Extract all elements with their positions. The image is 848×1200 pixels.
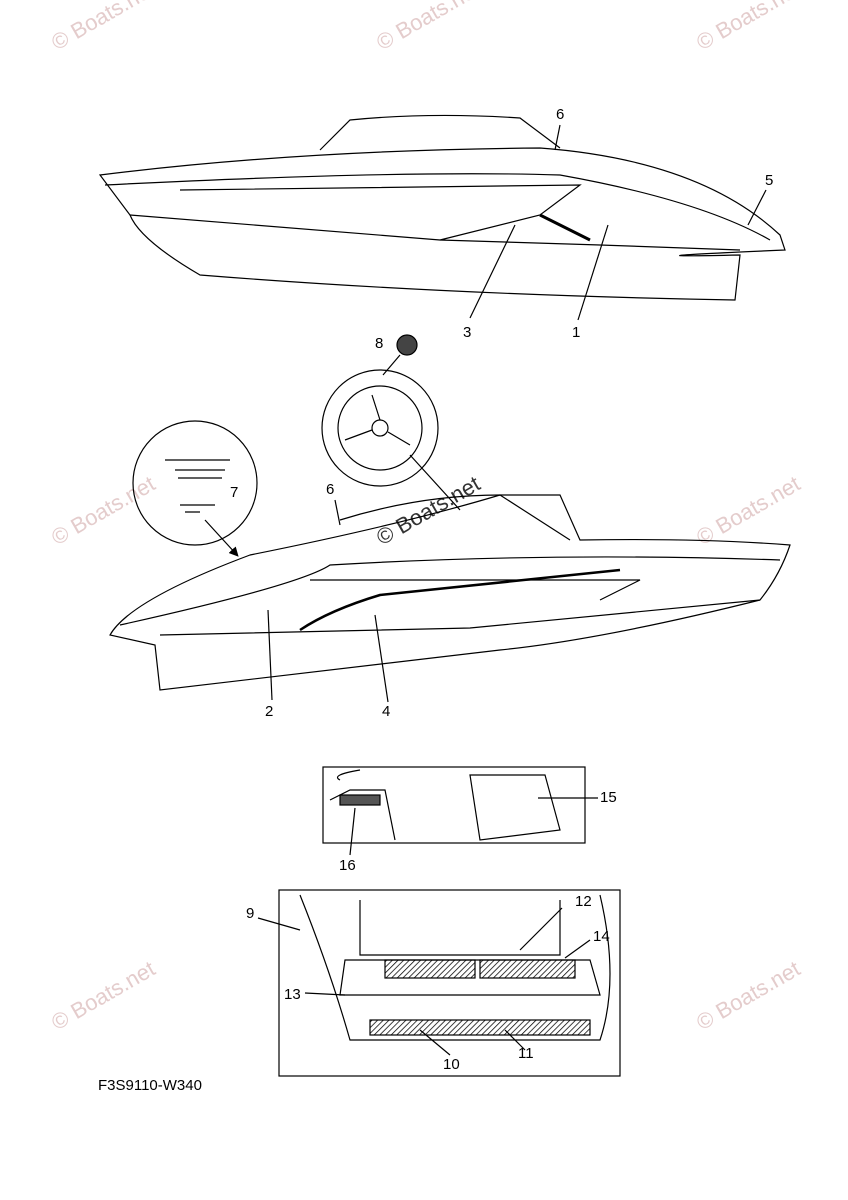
callout-10: 10 <box>443 1056 460 1073</box>
callout-6b: 6 <box>326 481 335 498</box>
callout-8: 8 <box>375 335 384 352</box>
diagram-code: F3S9110-W340 <box>98 1077 202 1094</box>
callout-7: 7 <box>230 484 239 501</box>
callout-16: 16 <box>339 857 356 874</box>
callout-15: 15 <box>600 789 617 806</box>
callout-6: 6 <box>556 106 565 123</box>
steering-wheel-detail <box>321 369 439 487</box>
detail-circle-7 <box>132 420 258 546</box>
detail-box-9-14 <box>278 889 621 1077</box>
callout-5: 5 <box>765 172 774 189</box>
callout-11: 11 <box>518 1045 534 1062</box>
callout-13: 13 <box>284 986 301 1003</box>
callout-12: 12 <box>575 893 592 910</box>
detail-box-15-16 <box>322 766 586 844</box>
callout-1: 1 <box>572 324 581 341</box>
emblem-8 <box>396 334 418 356</box>
callout-4: 4 <box>382 703 391 720</box>
boat-top-view <box>98 114 786 301</box>
callout-14: 14 <box>593 928 610 945</box>
boat-middle-view <box>109 494 791 691</box>
callout-3: 3 <box>463 324 472 341</box>
callout-9: 9 <box>246 905 255 922</box>
callout-2: 2 <box>265 703 274 720</box>
